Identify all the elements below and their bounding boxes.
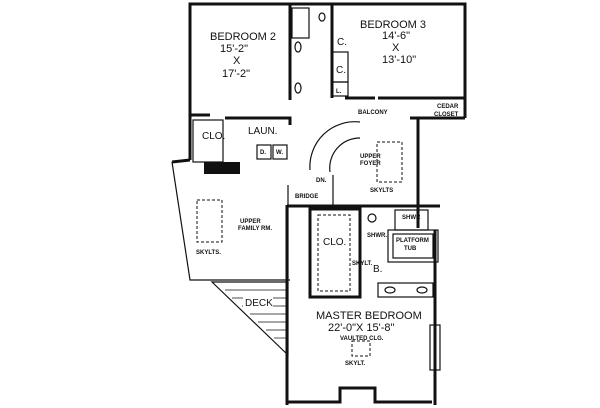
fireplace [204, 162, 240, 174]
balcony-label: BALCONY [358, 110, 388, 116]
window [429, 324, 441, 371]
foyer-label: FOYER [360, 161, 381, 167]
laundry-label: LAUN. [248, 126, 277, 137]
room-dimension-x: X [392, 42, 400, 54]
skylight-label: SKYLT. [345, 361, 366, 367]
cedar-closet-label: CLOSET [434, 112, 459, 118]
skylight-label: SKYLTS [370, 188, 393, 194]
cedar-closet-label: CEDAR [437, 104, 459, 110]
upper-family-room: UPPER FAMILY RM. SKYLTS. [196, 199, 272, 256]
upper-foyer: UPPER FOYER SKYLTS [360, 141, 403, 194]
closet-label: CLO. [323, 237, 346, 248]
family-room-label: UPPER [240, 219, 261, 225]
closet-label: C. [336, 65, 346, 76]
closet-label: CLO. [202, 131, 225, 142]
foyer-label: UPPER [360, 154, 381, 160]
down-label: DN. [316, 178, 327, 184]
bedroom-3: C. C. L. BEDROOM 3 14'-6" X 13'-10" [331, 19, 465, 100]
linen-label: L. [336, 89, 342, 95]
clo-laundry: CLO. LAUN. D. W. [192, 119, 288, 174]
spiral-stair: DN. BRIDGE [287, 121, 361, 280]
deck: DECK [210, 281, 289, 357]
room-label: BEDROOM 3 [360, 19, 426, 31]
room-dimension: 13'-10" [382, 54, 416, 66]
room-label: BEDROOM 2 [210, 31, 276, 43]
bedroom-2: BEDROOM 2 15'-2" X 17'-2" [190, 4, 292, 125]
bridge-label: BRIDGE [295, 194, 318, 200]
washer-label: W. [276, 150, 283, 156]
room-label: MASTER BEDROOM [316, 310, 422, 322]
hall-bath [291, 4, 334, 98]
tub-label: PLATFORM [396, 238, 429, 244]
deck-label: DECK [245, 298, 273, 309]
dryer-label: D. [260, 150, 266, 156]
shower-label: SHWR [402, 215, 421, 221]
family-room-label: FAMILY RM. [238, 226, 272, 232]
bath-label: B. [373, 264, 382, 275]
room-dimension: 15'-2" [220, 43, 248, 55]
room-dimension: 14'-6" [382, 30, 410, 42]
skylight-label: SKYLTS. [196, 250, 221, 256]
shower-label: SHWR. [367, 233, 387, 239]
room-dimension: 17'-2" [222, 68, 250, 80]
master-suite: CLO. SHWR SHWR. PLATFORM TUB SKYLT. B. M… [287, 204, 440, 367]
exterior-walls [171, 2, 467, 405]
closet-label: C. [337, 37, 347, 48]
ceiling-label: VAULTED CLG. [340, 336, 384, 342]
skylight-label: SKYLT. [352, 261, 373, 267]
tub-label: TUB [404, 246, 417, 252]
room-dimension: 22'-0"X 15'-8" [328, 322, 395, 334]
room-dimension-x: X [233, 55, 241, 67]
